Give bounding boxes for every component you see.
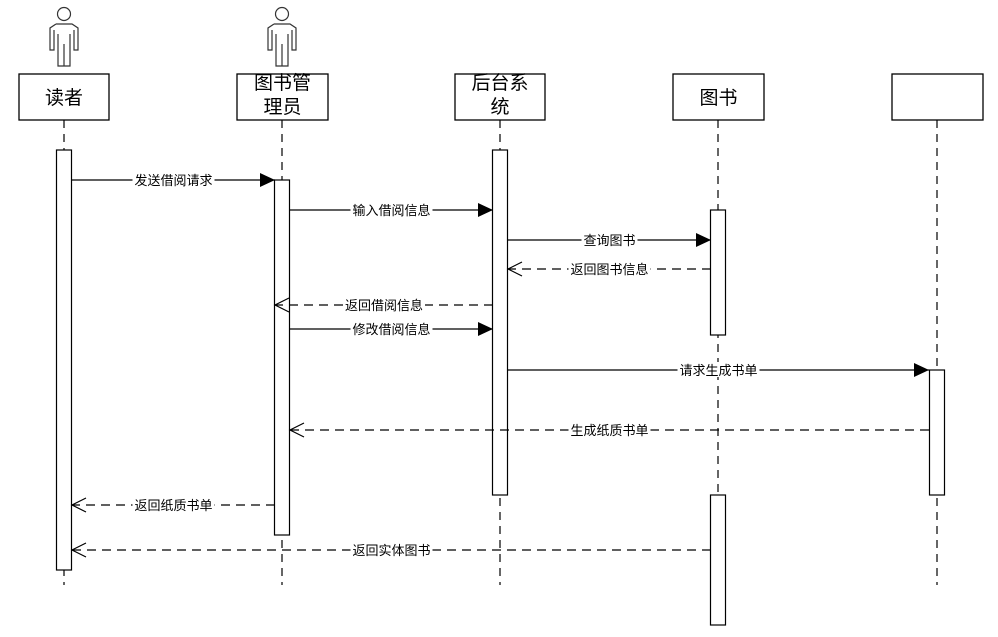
arrowhead-open-icon <box>70 542 87 558</box>
label-background <box>343 297 425 312</box>
participant-book[interactable]: 图书 <box>672 73 765 121</box>
activation-bar-book <box>709 494 727 626</box>
label-background <box>568 422 651 437</box>
arrowhead-filled-icon <box>478 203 493 217</box>
arrowhead-filled-icon <box>260 173 275 187</box>
participant-box <box>236 73 329 121</box>
message-3[interactable]: 查询图书 <box>508 232 711 249</box>
label-background <box>350 202 433 217</box>
message-7[interactable]: 请求生成书单 <box>508 362 929 379</box>
activation-bar-book <box>709 209 727 336</box>
message-label: 返回图书信息 <box>570 262 648 278</box>
participant-unnamed[interactable] <box>891 73 984 121</box>
activation-bar-unnamed <box>928 369 946 496</box>
label-background <box>132 172 215 187</box>
actor-icon-reader <box>49 6 79 67</box>
label-background <box>581 232 638 247</box>
arrowhead-filled-icon <box>914 363 929 377</box>
activation-bar-backend <box>491 149 509 496</box>
arrowhead-open-icon <box>506 261 523 277</box>
participant-label: 图书 <box>699 87 737 109</box>
participant-box <box>891 73 984 121</box>
participant-box <box>672 73 765 121</box>
participant-box <box>454 73 546 121</box>
message-8[interactable]: 生成纸质书单 <box>288 422 929 439</box>
message-label: 修改借阅信息 <box>352 322 430 338</box>
message-6[interactable]: 修改借阅信息 <box>290 321 493 338</box>
message-label: 返回借阅信息 <box>345 298 423 314</box>
label-background <box>677 362 760 377</box>
message-4[interactable]: 返回图书信息 <box>506 261 711 278</box>
message-label: 生成纸质书单 <box>570 424 648 439</box>
label-background <box>132 497 215 512</box>
message-label: 请求生成书单 <box>679 364 757 379</box>
message-label: 发送借阅请求 <box>134 173 212 189</box>
arrowhead-filled-icon <box>696 233 711 247</box>
message-label: 返回实体图书 <box>352 544 430 559</box>
message-label: 查询图书 <box>583 234 635 249</box>
participant-reader[interactable]: 读者 <box>18 73 110 121</box>
message-2[interactable]: 输入借阅信息 <box>290 202 493 219</box>
participant-label: 统 <box>490 96 509 118</box>
label-background <box>568 261 651 276</box>
arrowhead-open-icon <box>273 297 290 313</box>
message-9[interactable]: 返回纸质书单 <box>70 497 275 514</box>
message-10[interactable]: 返回实体图书 <box>70 542 711 559</box>
participant-label: 读者 <box>45 87 83 109</box>
label-background <box>350 321 433 336</box>
label-background <box>350 542 433 557</box>
arrowhead-open-icon <box>70 497 87 513</box>
message-label: 返回纸质书单 <box>134 499 212 514</box>
participant-label: 后台系 <box>471 72 528 94</box>
arrowhead-open-icon <box>288 422 305 438</box>
message-5[interactable]: 返回借阅信息 <box>273 297 493 314</box>
activation-bar-reader <box>55 149 73 571</box>
message-label: 输入借阅信息 <box>352 203 430 219</box>
participant-box <box>18 73 110 121</box>
arrowhead-filled-icon <box>478 322 493 336</box>
participant-label: 理员 <box>263 96 301 118</box>
actor-icon-librarian <box>267 6 297 67</box>
activation-bar-librarian <box>273 179 291 536</box>
message-1[interactable]: 发送借阅请求 <box>72 172 275 189</box>
participant-label: 图书管 <box>254 72 311 94</box>
